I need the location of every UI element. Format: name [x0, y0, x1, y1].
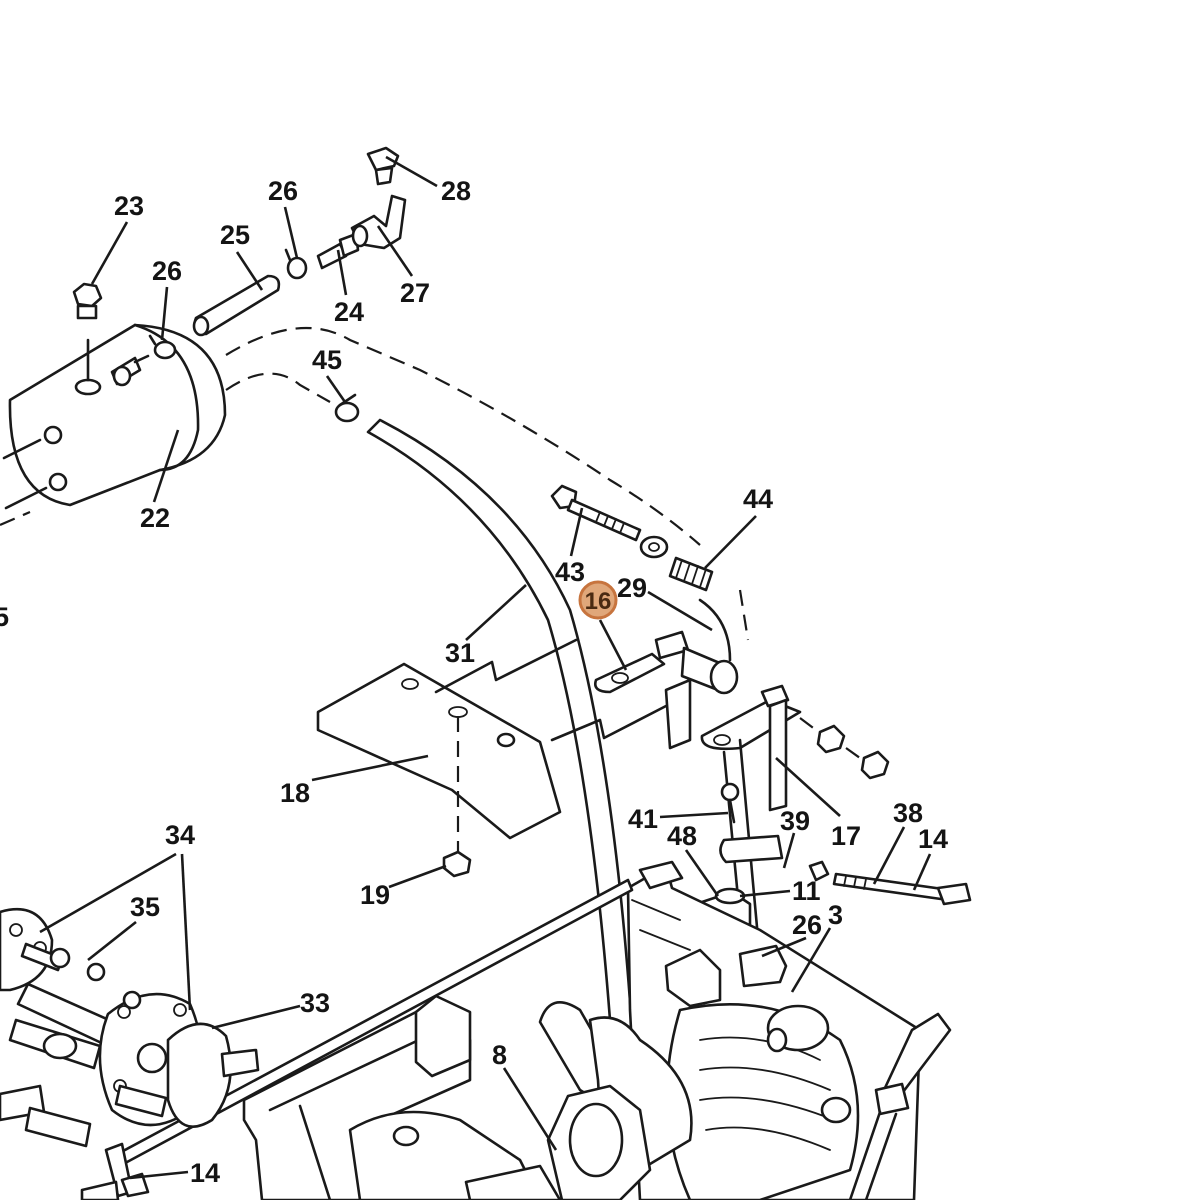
label-26-left[interactable]: 26 [152, 256, 182, 286]
label-18[interactable]: 18 [280, 778, 310, 808]
clamp-part-26-left [148, 334, 177, 360]
tank-part-22 [0, 323, 227, 527]
clevis-part-39 [719, 782, 830, 882]
nut-upper [816, 724, 846, 754]
label-39[interactable]: 39 [780, 806, 810, 836]
pivot-bracket-part-16 [594, 598, 739, 750]
fan-part-8 [538, 1001, 693, 1200]
plug-part-28 [366, 146, 400, 186]
washer [639, 535, 669, 559]
label-48[interactable]: 48 [667, 821, 697, 851]
label-24[interactable]: 24 [334, 297, 364, 327]
roller-assembly-part-34 [0, 907, 260, 1200]
label-26-upper[interactable]: 26 [268, 176, 298, 206]
label-33[interactable]: 33 [300, 988, 330, 1018]
label-16: 16 [585, 588, 612, 615]
clamp-part-45 [334, 393, 360, 423]
frame-lower [242, 994, 562, 1200]
label-8[interactable]: 8 [492, 1040, 507, 1070]
bolt-part-43 [550, 484, 642, 542]
label-26-lower[interactable]: 26 [792, 910, 822, 940]
rod-part-38 [832, 872, 972, 906]
nut-part-19 [442, 850, 472, 878]
label-3[interactable]: 3 [828, 900, 843, 930]
label-25[interactable]: 25 [220, 220, 250, 250]
rod-part-14-lower [104, 860, 684, 1198]
label-14-lower[interactable]: 14 [190, 1158, 220, 1188]
label-23[interactable]: 23 [114, 191, 144, 221]
label-44[interactable]: 44 [743, 484, 773, 514]
highlight-callout-16[interactable]: 16 [578, 580, 618, 620]
label-35[interactable]: 35 [130, 892, 160, 922]
label-22[interactable]: 22 [140, 503, 170, 533]
label-19[interactable]: 19 [360, 880, 390, 910]
label-34[interactable]: 34 [165, 820, 195, 850]
label-29[interactable]: 29 [617, 573, 647, 603]
label-38[interactable]: 38 [893, 798, 923, 828]
label-11[interactable]: 11 [792, 876, 821, 906]
label-31[interactable]: 31 [445, 638, 475, 668]
hose-part-25 [192, 274, 281, 337]
nut-lower [860, 750, 890, 780]
elbow-part-27 [350, 194, 407, 250]
label-5[interactable]: 5 [0, 602, 9, 632]
label-17[interactable]: 17 [831, 821, 861, 851]
label-43[interactable]: 43 [555, 557, 585, 587]
shield-part-18 [316, 662, 562, 858]
leader-lines [39, 155, 932, 1180]
label-45[interactable]: 45 [312, 345, 342, 375]
label-14-right[interactable]: 14 [918, 824, 948, 854]
highlight-circle [578, 580, 618, 620]
label-28[interactable]: 28 [441, 176, 471, 206]
right-fitting [820, 1012, 952, 1200]
label-27[interactable]: 27 [400, 278, 430, 308]
part-labels: 23 26 25 26 28 24 27 45 22 5 44 43 29 31… [0, 176, 948, 1188]
spring-part-44 [668, 556, 714, 592]
drawing-linework [0, 146, 972, 1200]
label-41[interactable]: 41 [628, 804, 658, 834]
plug-part-23 [72, 282, 103, 320]
